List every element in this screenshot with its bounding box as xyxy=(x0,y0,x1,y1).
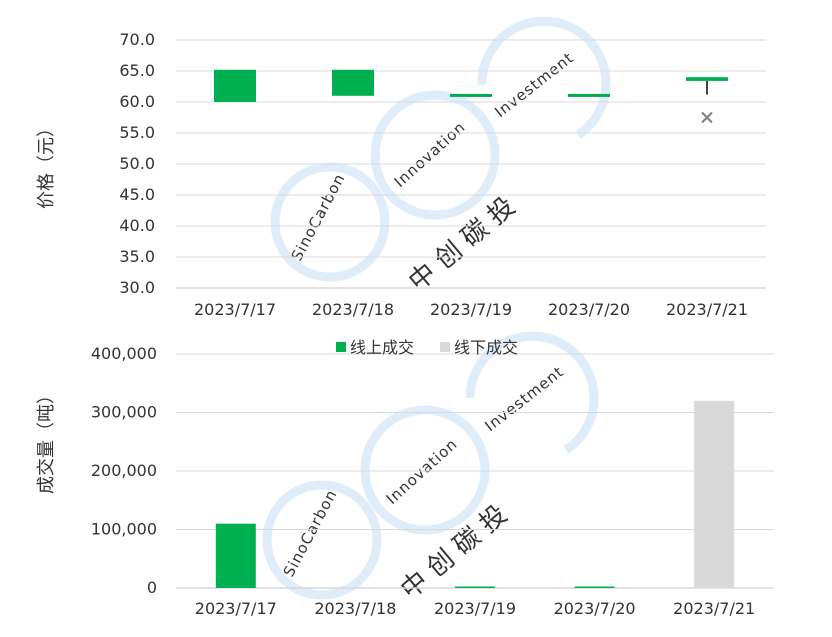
price-box xyxy=(686,77,728,81)
watermark-ring xyxy=(370,90,500,220)
y-tick-label: 55.0 xyxy=(119,123,155,142)
price-box xyxy=(450,93,492,97)
x-tick-label: 2023/7/18 xyxy=(312,300,394,319)
watermark-arc xyxy=(477,16,611,139)
watermark-text-cn: 中 创 碳 投 xyxy=(395,500,513,606)
watermark-arc xyxy=(465,331,599,454)
legend-label: 线上成交 xyxy=(350,338,414,357)
outlier-marker xyxy=(701,111,713,124)
watermark-text-sinocarbon: SinoCarbon xyxy=(288,170,349,264)
y-tick-label: 100,000 xyxy=(91,520,157,539)
x-tick-label: 2023/7/18 xyxy=(314,599,396,618)
y-tick-label: 400,000 xyxy=(91,344,157,363)
y-tick-label: 30.0 xyxy=(119,278,155,297)
y-axis-label: 成交量（吨） xyxy=(36,386,57,494)
x-tick-label: 2023/7/19 xyxy=(430,300,512,319)
watermark-text-investment: Investment xyxy=(491,48,577,121)
legend-swatch xyxy=(336,342,346,352)
bar-online xyxy=(574,586,615,588)
y-tick-label: 200,000 xyxy=(91,461,157,480)
y-tick-label: 0 xyxy=(147,578,157,597)
bar-online xyxy=(455,586,495,588)
x-tick-label: 2023/7/20 xyxy=(554,599,636,618)
watermark-ring xyxy=(262,480,382,600)
y-tick-label: 35.0 xyxy=(119,247,155,266)
watermark-ring xyxy=(270,162,390,282)
bar-offline xyxy=(694,400,735,588)
watermark-text-innovation: Innovation xyxy=(391,118,469,191)
x-tick-label: 2023/7/20 xyxy=(548,300,630,319)
price-box-chart: 30.0 35.0 40.0 45.0 50.0 55.0 60.0 65.0 70.0 2023… xyxy=(36,30,766,319)
y-tick-label: 40.0 xyxy=(119,216,155,235)
y-tick-label: 50.0 xyxy=(119,154,155,173)
watermark-text-investment: Investment xyxy=(481,362,567,435)
volume-bar-chart: 0 100,000 200,000 300,000 400,000 2023/7/17 20… xyxy=(36,338,774,618)
price-box xyxy=(214,69,256,102)
x-tick-label: 2023/7/21 xyxy=(673,599,755,618)
legend-label: 线下成交 xyxy=(454,338,518,357)
y-tick-label: 65.0 xyxy=(119,61,155,80)
y-tick-label: 60.0 xyxy=(119,92,155,111)
x-tick-label: 2023/7/19 xyxy=(434,599,516,618)
y-axis-label: 价格（元） xyxy=(36,119,57,209)
legend-swatch xyxy=(440,342,450,352)
price-box xyxy=(332,69,374,96)
y-tick-label: 70.0 xyxy=(119,30,155,49)
bar-online xyxy=(215,523,256,588)
x-tick-label: 2023/7/17 xyxy=(194,300,276,319)
y-tick-label: 45.0 xyxy=(119,185,155,204)
y-tick-label: 300,000 xyxy=(91,403,157,422)
x-tick-label: 2023/7/17 xyxy=(195,599,277,618)
price-box xyxy=(568,93,610,97)
x-tick-label: 2023/7/21 xyxy=(666,300,748,319)
watermark-top: SinoCarbon Innovation Investment 中 创 碳 投 xyxy=(270,16,611,297)
